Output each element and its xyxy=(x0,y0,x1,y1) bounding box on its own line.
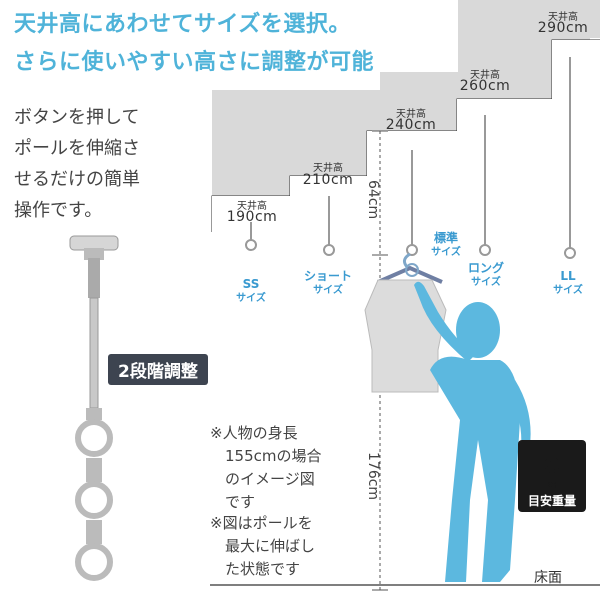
product-pole xyxy=(69,235,119,581)
size-label-short: ショートサイズ xyxy=(303,269,352,297)
ceiling-value-4: 260cm xyxy=(459,78,511,94)
adjust-badge: 2段階調整 xyxy=(108,354,208,385)
ceiling-poles xyxy=(250,57,571,248)
ceiling-gray xyxy=(212,0,600,230)
ceiling-label-1: 天井高 xyxy=(237,201,267,212)
headline-line-2: さらに使いやすい高さに調整が可能 xyxy=(14,50,375,75)
weight-unit: kg xyxy=(545,480,559,490)
dimension-lower: 176cm xyxy=(365,452,381,501)
ceiling-label-4: 天井高 xyxy=(470,70,500,81)
ceiling-label-5: 天井高 xyxy=(548,12,578,23)
floor-label: 床面 xyxy=(534,570,562,586)
size-label-long: ロングサイズ xyxy=(467,261,504,289)
size-label-standard: 標準サイズ xyxy=(431,231,461,259)
weight-badge: 8 kg 目安重量 xyxy=(518,440,586,512)
ceiling-value-1: 190cm xyxy=(226,209,278,225)
dimension-upper: 64cm xyxy=(365,180,381,220)
ceiling-label-2: 天井高 xyxy=(313,163,343,174)
note-pole-extended: ※図はポールを 最大に伸ばし た状態です xyxy=(210,514,316,578)
ceiling-label-3: 天井高 xyxy=(396,109,426,120)
description-text: ボタンを押して ポールを伸縮さ せるだけの簡単 操作です。 xyxy=(14,107,140,221)
pole-rings xyxy=(245,239,576,259)
ceiling-value-3: 240cm xyxy=(385,117,437,133)
weight-label: 目安重量 xyxy=(527,494,576,508)
weight-value: 8 xyxy=(542,454,562,484)
ceiling-value-5: 290cm xyxy=(537,20,589,36)
ceiling-value-2: 210cm xyxy=(302,172,354,188)
headline-line-1: 天井高にあわせてサイズを選択。 xyxy=(14,12,351,37)
note-person-height: ※人物の身長 155cmの場合 のイメージ図 です xyxy=(210,424,322,511)
